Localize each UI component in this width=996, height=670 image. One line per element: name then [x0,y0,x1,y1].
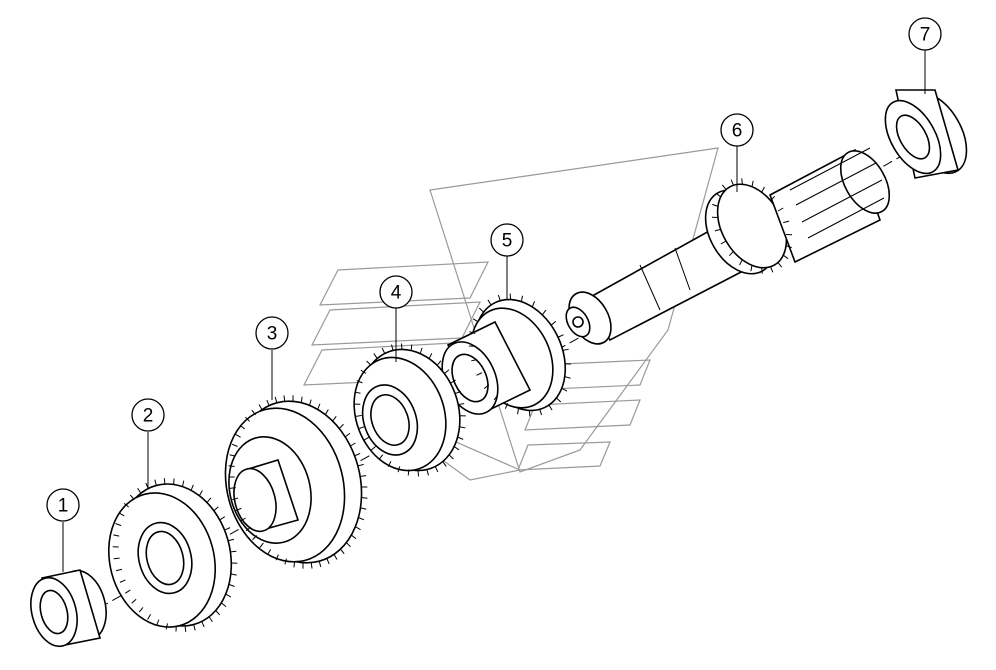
leader-lines [62,50,926,572]
bearing-right [884,89,968,179]
callout-2-label: 2 [143,406,154,427]
gear-6-teeth [711,178,793,274]
callout-1: 1 [46,488,80,522]
callout-5-label: 5 [502,231,513,252]
callout-6: 6 [720,113,754,147]
gear-4-teeth [354,343,466,477]
callout-7-label: 7 [920,25,931,46]
callout-4-label: 4 [391,283,402,304]
main-shaft [565,147,891,345]
gear-5-teeth [468,293,572,417]
gear-4 [353,348,461,472]
bearing-left [30,569,107,648]
gear-2-teeth [112,478,238,632]
gear-2 [107,483,233,628]
gear-3 [224,400,363,564]
callout-3: 3 [255,316,289,350]
callout-7: 7 [908,17,942,51]
callout-6-label: 6 [732,121,743,142]
callout-3-label: 3 [267,324,278,345]
callout-1-label: 1 [58,496,69,517]
callout-5: 5 [490,223,524,257]
callout-4: 4 [379,275,413,309]
callout-2: 2 [131,398,165,432]
gear-3-teeth [228,395,368,569]
